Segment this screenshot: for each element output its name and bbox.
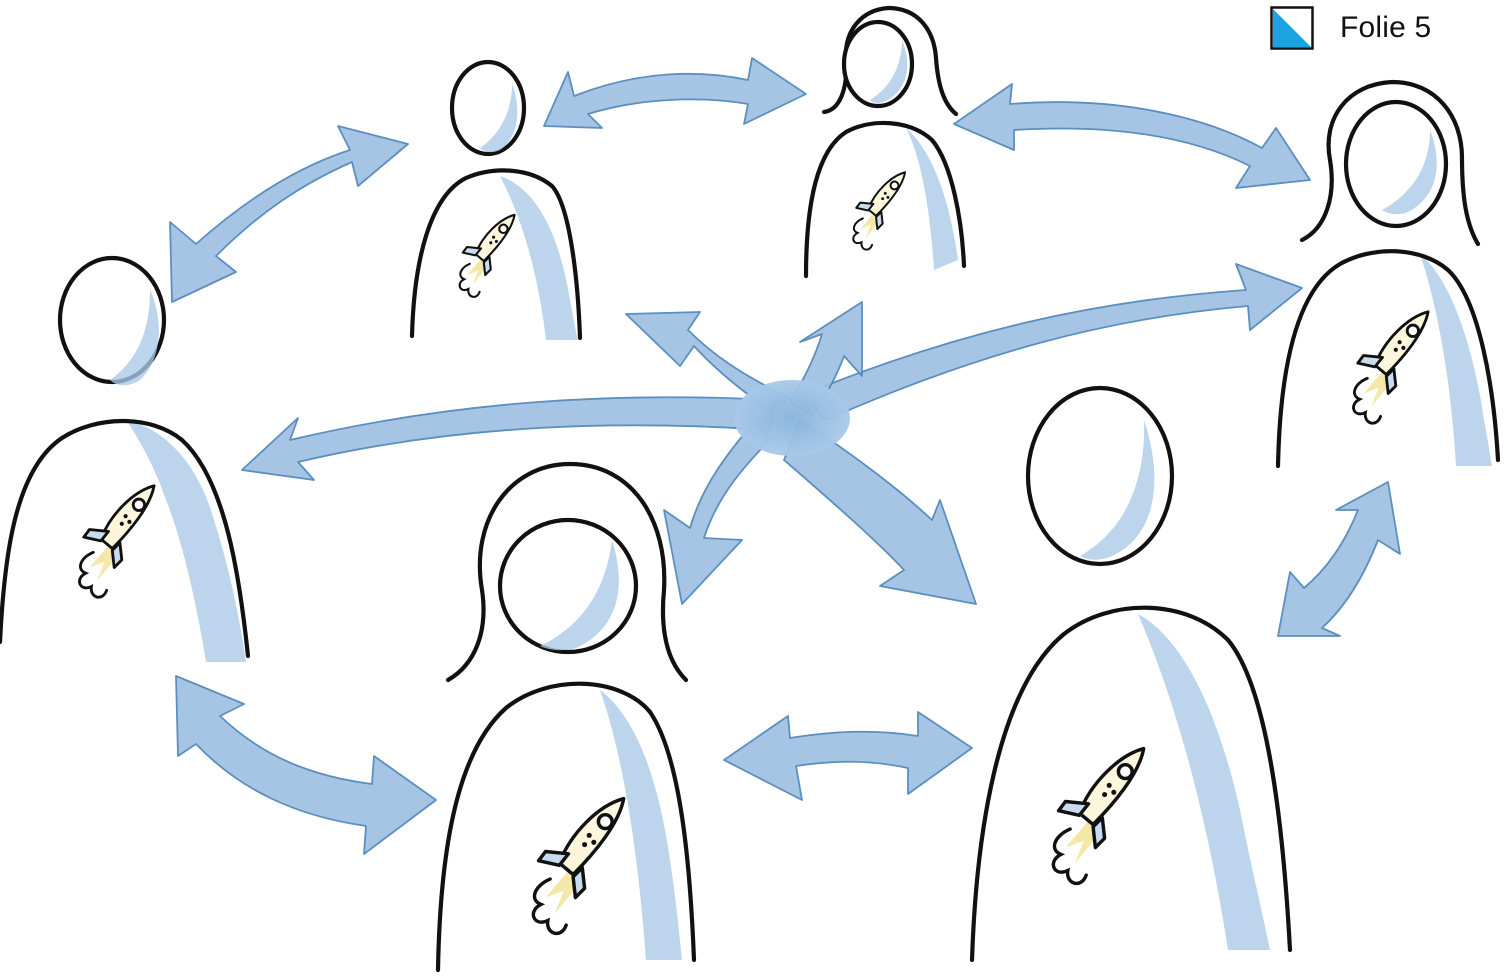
arrow-left-bottom-center (175, 675, 437, 855)
arrow-hub-to-left (241, 396, 777, 481)
arrow-hub-to-bottom-right (783, 419, 977, 605)
arrow-hub-to-top-right (799, 263, 1303, 421)
connection-arrows (169, 57, 1401, 855)
hub-arrows (241, 263, 1303, 605)
person-bottom-right (969, 385, 1293, 963)
slide-number: Folie 5 (1340, 11, 1432, 44)
slide-marker-icon (1270, 6, 1314, 50)
arrow-top-center-top-right (953, 83, 1311, 189)
arrow-top-right-bottom-right (1277, 481, 1401, 637)
person-left (0, 255, 251, 662)
arrow-bottom-center-bottom-right (723, 711, 973, 801)
arrow-left-top-left (169, 125, 409, 303)
person-top-left (409, 59, 583, 341)
person-bottom-center (435, 461, 697, 973)
person-top-center (803, 5, 967, 279)
arrow-hub-to-bottom-center (663, 419, 771, 605)
arrow-hub-to-top-left (625, 311, 791, 411)
person-top-right (1275, 79, 1501, 469)
slide-label: Folie 5 (1270, 6, 1431, 50)
arrow-top-left-top-center (543, 57, 807, 129)
